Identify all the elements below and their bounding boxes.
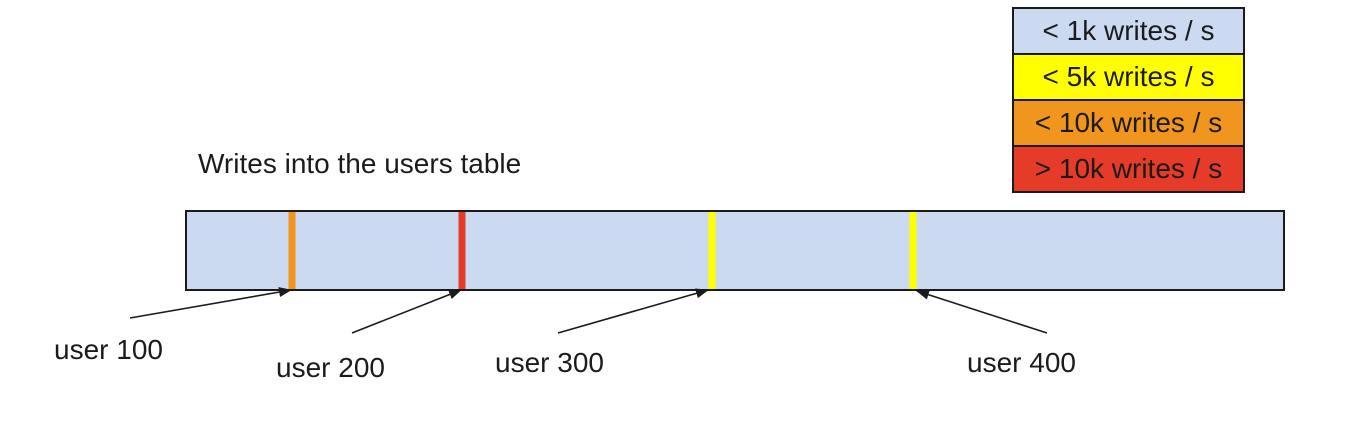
arrow-to-user-100 bbox=[129, 287, 292, 319]
legend-item-gt-10k: > 10k writes / s bbox=[1012, 145, 1245, 193]
arrow-to-user-200 bbox=[351, 289, 462, 334]
legend-item-lt-10k: < 10k writes / s bbox=[1012, 99, 1245, 147]
user-300-label: user 300 bbox=[495, 347, 604, 378]
arrow-to-user-400 bbox=[916, 289, 1048, 334]
hotspot-marker-user-300 bbox=[708, 212, 716, 289]
legend-item-lt-5k: < 5k writes / s bbox=[1012, 53, 1245, 101]
arrow-to-user-300 bbox=[557, 288, 709, 334]
users-table-bar bbox=[185, 210, 1285, 291]
hotspot-marker-user-100 bbox=[288, 212, 296, 289]
hotspot-marker-user-200 bbox=[458, 212, 466, 289]
legend-item-lt-1k: < 1k writes / s bbox=[1012, 7, 1245, 55]
user-100-label: user 100 bbox=[54, 334, 163, 365]
user-200-label: user 200 bbox=[276, 352, 385, 383]
diagram-title: Writes into the users table bbox=[198, 148, 522, 179]
legend: < 1k writes / s < 5k writes / s < 10k wr… bbox=[1012, 7, 1245, 193]
hotspot-marker-user-400 bbox=[909, 212, 917, 289]
user-400-label: user 400 bbox=[967, 347, 1076, 378]
